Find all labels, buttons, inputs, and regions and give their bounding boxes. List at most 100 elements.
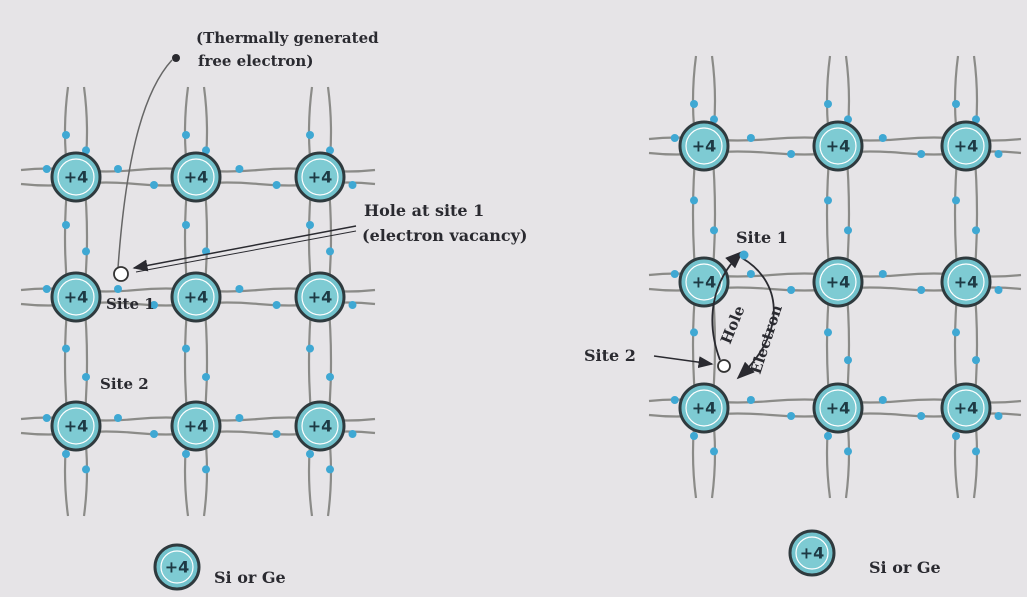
- valence-electron: [326, 247, 334, 255]
- atom-charge-label: +4: [184, 288, 209, 307]
- atom-charge-label: +4: [184, 417, 209, 436]
- left-legend-text: Si or Ge: [214, 568, 286, 587]
- valence-electron: [879, 134, 887, 142]
- valence-electron: [917, 286, 925, 294]
- atom-charge-label: +4: [64, 417, 89, 436]
- valence-electron: [182, 345, 190, 353]
- valence-electron: [349, 430, 357, 438]
- valence-electron: [82, 373, 90, 381]
- right-site2-label: Site 2: [584, 346, 636, 365]
- valence-electron: [150, 181, 158, 189]
- valence-electron: [62, 221, 70, 229]
- hole-caption-line1: Hole at site 1: [364, 201, 484, 220]
- valence-electron: [747, 396, 755, 404]
- valence-electron: [306, 221, 314, 229]
- left-lattice-panel: +4+4+4+4+4+4+4+4+4 (Thermally generated …: [21, 29, 527, 589]
- valence-electron: [62, 131, 70, 139]
- atom-charge-label: +4: [692, 137, 717, 156]
- valence-electron: [43, 285, 51, 293]
- valence-electron: [273, 181, 281, 189]
- atom-charge-label: +4: [308, 288, 333, 307]
- valence-electron: [787, 286, 795, 294]
- hole-callout-arrow-shadow: [136, 231, 356, 272]
- valence-electron: [710, 226, 718, 234]
- valence-electron: [235, 165, 243, 173]
- atom-charge-label: +4: [64, 288, 89, 307]
- valence-electron: [972, 447, 980, 455]
- atom-charge-label: +4: [954, 273, 979, 292]
- free-electron-caption-line2: free electron): [198, 52, 313, 70]
- valence-electron: [114, 165, 122, 173]
- valence-electron: [844, 356, 852, 364]
- valence-electron: [917, 412, 925, 420]
- valence-electron: [62, 345, 70, 353]
- valence-electron: [182, 131, 190, 139]
- valence-electron: [787, 412, 795, 420]
- atom-charge-label: +4: [64, 168, 89, 187]
- valence-electron: [879, 270, 887, 278]
- valence-electron: [844, 226, 852, 234]
- valence-electron: [787, 150, 795, 158]
- valence-electron: [952, 196, 960, 204]
- valence-electron: [747, 134, 755, 142]
- atom-charge-label: +4: [308, 417, 333, 436]
- valence-electron: [671, 134, 679, 142]
- valence-electron: [182, 221, 190, 229]
- electron-arc-label: Electron: [747, 303, 786, 377]
- right-lattice-panel: +4+4+4+4+4+4+4+4+4 Site 1 Site 2 Hole El…: [584, 56, 1021, 577]
- valence-electron: [306, 131, 314, 139]
- atom-charge-label: +4: [826, 399, 851, 418]
- valence-electron: [690, 196, 698, 204]
- right-legend-atom-label: +4: [800, 544, 825, 563]
- valence-electron: [690, 100, 698, 108]
- valence-electron: [43, 165, 51, 173]
- hole-arc-label: Hole: [717, 303, 748, 346]
- right-legend-text: Si or Ge: [869, 558, 941, 577]
- valence-electron: [326, 465, 334, 473]
- atom-charge-label: +4: [954, 399, 979, 418]
- free-electron-dot: [172, 54, 180, 62]
- valence-electron: [995, 412, 1003, 420]
- right-site1-label: Site 1: [736, 228, 788, 247]
- valence-electron: [235, 414, 243, 422]
- valence-electron: [952, 432, 960, 440]
- left-legend: +4 Si or Ge: [155, 545, 286, 589]
- atom-charge-label: +4: [692, 399, 717, 418]
- valence-electron: [82, 247, 90, 255]
- right-legend: +4 Si or Ge: [790, 531, 941, 577]
- hole-callout-arrow: [134, 226, 356, 268]
- valence-electron: [879, 396, 887, 404]
- valence-electron: [306, 450, 314, 458]
- atom-charge-label: +4: [826, 137, 851, 156]
- right-atom-grid: +4+4+4+4+4+4+4+4+4: [680, 122, 990, 432]
- left-atom-grid: +4+4+4+4+4+4+4+4+4: [52, 153, 344, 450]
- atom-charge-label: +4: [184, 168, 209, 187]
- electron-site-1: [740, 251, 749, 260]
- valence-electron: [952, 328, 960, 336]
- free-electron-path: [118, 60, 172, 268]
- valence-electron: [306, 345, 314, 353]
- valence-electron: [150, 430, 158, 438]
- valence-electron: [273, 301, 281, 309]
- valence-electron: [349, 181, 357, 189]
- atom-charge-label: +4: [826, 273, 851, 292]
- hole-caption-line2: (electron vacancy): [362, 226, 527, 245]
- valence-electron: [824, 328, 832, 336]
- hole-site-1: [114, 267, 128, 281]
- left-site2-label: Site 2: [100, 375, 149, 393]
- valence-electron: [972, 226, 980, 234]
- hole-site-2: [718, 360, 730, 372]
- valence-electron: [824, 196, 832, 204]
- valence-electron: [202, 465, 210, 473]
- valence-electron: [952, 100, 960, 108]
- left-site1-label: Site 1: [106, 295, 155, 313]
- valence-electron: [747, 270, 755, 278]
- valence-electron: [844, 447, 852, 455]
- valence-electron: [710, 447, 718, 455]
- valence-electron: [202, 373, 210, 381]
- valence-electron: [114, 285, 122, 293]
- valence-electron: [62, 450, 70, 458]
- valence-electron: [235, 285, 243, 293]
- site2-pointer-arrow: [654, 356, 712, 364]
